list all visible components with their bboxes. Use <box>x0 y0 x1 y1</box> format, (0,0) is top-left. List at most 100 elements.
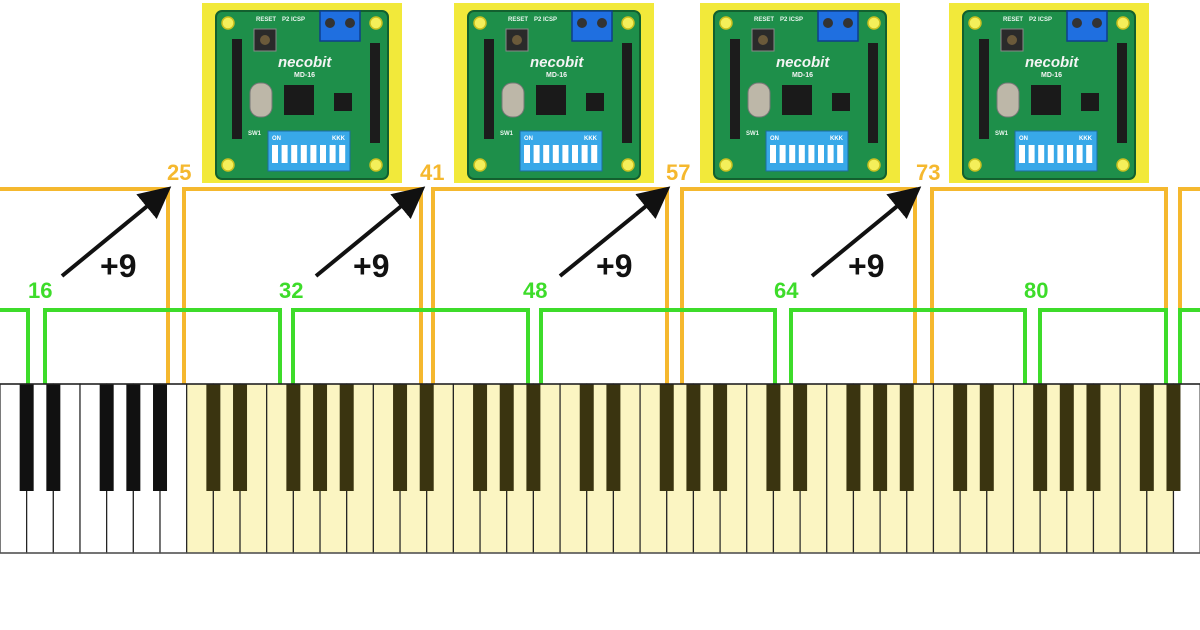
terminal-screw <box>597 18 607 28</box>
dip-toggle <box>272 145 278 163</box>
dip-toggle <box>552 145 559 163</box>
black-key <box>659 384 674 491</box>
mounting-hole <box>719 158 733 172</box>
small-ic <box>334 93 352 111</box>
black-key <box>99 384 114 491</box>
arrow-1 <box>60 186 172 278</box>
terminal-screw <box>843 18 853 28</box>
black-key <box>393 384 408 491</box>
offset-labels: +9 +9 +9 +9 <box>100 248 884 284</box>
black-key <box>873 384 888 491</box>
green-label-32: 32 <box>279 278 303 303</box>
black-key <box>1166 384 1181 491</box>
green-bracket-3 <box>291 308 530 384</box>
silkscreen-icsp: P2 ICSP <box>780 17 803 23</box>
crystal <box>747 82 771 118</box>
mounting-hole <box>473 158 487 172</box>
black-key <box>1059 384 1074 491</box>
black-key <box>606 384 621 491</box>
dip-toggle <box>779 145 786 163</box>
silkscreen-dip-on: ON <box>272 136 281 142</box>
terminal-screw <box>1092 18 1102 28</box>
dip-toggle <box>1067 145 1073 163</box>
silkscreen-sw: SW1 <box>248 131 262 137</box>
dip-toggle <box>281 145 288 163</box>
crystal <box>249 82 273 118</box>
mounting-hole <box>968 158 982 172</box>
orange-bracket-6 <box>1178 187 1200 384</box>
mcu-chip <box>536 85 566 115</box>
mounting-hole <box>621 16 635 30</box>
terminal-screw <box>1072 18 1082 28</box>
dip-toggle <box>798 145 805 163</box>
right-pin-header <box>370 43 380 143</box>
left-pin-header <box>979 39 989 139</box>
dip-toggle <box>1076 145 1083 163</box>
reset-button-cap <box>758 35 768 45</box>
offset-label-4: +9 <box>848 248 884 284</box>
black-key <box>793 384 808 491</box>
offset-label-1: +9 <box>100 248 136 284</box>
orange-bracket-4 <box>680 187 917 384</box>
left-pin-header <box>730 39 740 139</box>
black-key <box>339 384 354 491</box>
silkscreen-logo: necobit <box>776 54 830 71</box>
arrow-3 <box>558 186 671 278</box>
silkscreen-sw: SW1 <box>500 131 514 137</box>
green-bracket-7 <box>1178 308 1200 384</box>
right-pin-header <box>622 43 632 143</box>
orange-label-73: 73 <box>916 160 940 185</box>
mounting-hole <box>221 158 235 172</box>
dip-toggle <box>1057 145 1064 163</box>
dip-toggle <box>339 145 346 163</box>
green-bracket-1 <box>0 308 30 384</box>
orange-bracket-5 <box>930 187 1168 384</box>
right-pin-header <box>1117 43 1127 143</box>
left-pin-header <box>484 39 494 139</box>
black-key <box>846 384 861 491</box>
silkscreen-model: MD-16 <box>546 72 567 79</box>
dip-toggle <box>291 145 298 163</box>
reset-button-cap <box>1007 35 1017 45</box>
black-key <box>419 384 434 491</box>
silkscreen-reset: RESET <box>256 17 276 23</box>
silkscreen-logo: necobit <box>530 54 584 71</box>
green-label-48: 48 <box>523 278 547 303</box>
reset-button-cap <box>512 35 522 45</box>
black-key <box>686 384 701 491</box>
dip-toggle <box>1038 145 1045 163</box>
silkscreen-model: MD-16 <box>792 72 813 79</box>
green-bracket-4 <box>539 308 777 384</box>
orange-bracket-3 <box>431 187 669 384</box>
silkscreen-reset: RESET <box>754 17 774 23</box>
green-labels: 16 32 48 64 80 <box>28 278 1048 303</box>
offset-arrows <box>60 186 922 278</box>
dip-toggle <box>533 145 540 163</box>
terminal-screw <box>823 18 833 28</box>
dip-toggle <box>808 145 815 163</box>
silkscreen-logo: necobit <box>278 54 332 71</box>
silkscreen-reset: RESET <box>508 17 528 23</box>
dip-toggle <box>789 145 796 163</box>
terminal-screw <box>325 18 335 28</box>
green-label-16: 16 <box>28 278 52 303</box>
mounting-hole <box>968 16 982 30</box>
black-key <box>526 384 541 491</box>
black-key <box>899 384 914 491</box>
silkscreen-dip-kkk: KKK <box>1079 136 1093 142</box>
mounting-hole <box>369 16 383 30</box>
black-key <box>766 384 781 491</box>
dip-toggle <box>1019 145 1025 163</box>
mounting-hole <box>1116 16 1130 30</box>
dip-toggle <box>1047 145 1054 163</box>
silkscreen-sw: SW1 <box>746 131 760 137</box>
dip-toggle <box>329 145 336 163</box>
silkscreen-logo: necobit <box>1025 54 1079 71</box>
silkscreen-icsp: P2 ICSP <box>1029 17 1052 23</box>
black-key <box>713 384 728 491</box>
